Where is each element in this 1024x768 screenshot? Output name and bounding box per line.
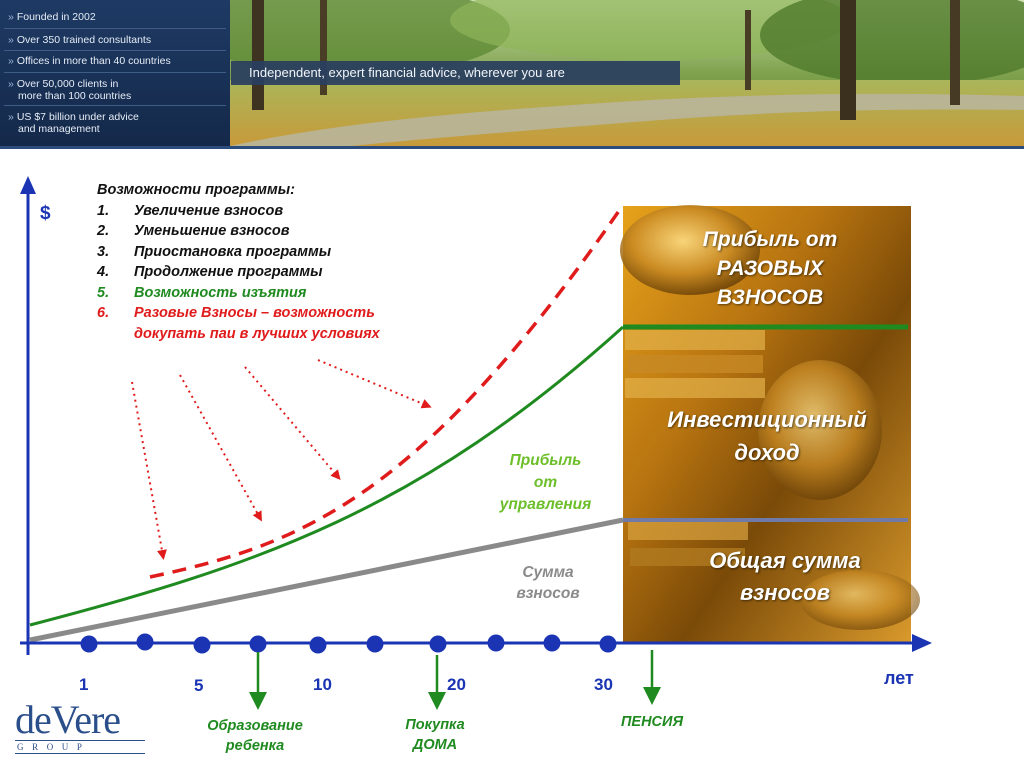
option-item: 2.Уменьшение взносов <box>97 223 290 239</box>
option-item: 3.Приостановка программы <box>97 243 332 260</box>
home-arrow <box>428 655 446 710</box>
options-title: Возможности программы: <box>97 182 295 198</box>
timeline-dot <box>487 634 505 652</box>
lump-sum-profit-label: Прибыль от РАЗОВЫХ ВЗНОСОВ <box>702 228 838 309</box>
option-item: 1.Увеличение взносов <box>97 202 284 219</box>
option-item-withdrawal: 5.Возможность изъятия <box>97 284 307 301</box>
management-profit-label: Прибыль от управления <box>499 452 592 513</box>
timeline-dot <box>193 636 211 654</box>
timeline-dots <box>80 633 617 654</box>
red-arrow <box>131 381 167 560</box>
education-arrow <box>249 652 267 710</box>
management-profit-curve <box>29 325 625 627</box>
fact-offices: »Offices in more than 40 countries <box>8 55 171 67</box>
x-axis <box>20 634 932 652</box>
total-contributions-label: Общая сумма взносов <box>709 548 861 605</box>
investment-income-label: Инвестиционный доход <box>667 407 867 465</box>
milestone-arrows <box>249 650 661 710</box>
program-options: Возможности программы: 1.Увеличение взно… <box>97 180 380 344</box>
growth-diagram <box>20 176 932 710</box>
red-arrow <box>179 374 262 522</box>
facts-panel: »Founded in 2002 »Over 350 trained consu… <box>0 0 230 146</box>
option-item-lump-sum: 6.Разовые Взносы – возможность <box>97 305 375 321</box>
contributions-label: Сумма взносов <box>516 564 580 602</box>
coin-panel <box>620 205 920 643</box>
park-path-photo <box>230 0 1024 146</box>
divider <box>4 105 226 106</box>
x-axis-label: лет <box>884 668 914 688</box>
divider <box>4 50 226 51</box>
tick-label: 1 <box>79 675 89 694</box>
tagline-bar: Independent, expert financial advice, wh… <box>231 61 680 85</box>
option-item: 4.Продолжение программы <box>97 264 323 280</box>
divider <box>4 72 226 73</box>
contributions-line <box>29 517 624 643</box>
red-arrow <box>244 366 341 481</box>
y-axis-label: $ <box>40 203 51 224</box>
timeline-dot <box>429 635 447 653</box>
header-divider <box>0 146 1024 149</box>
option-item-lump-sum-cont: докупать паи в лучших условиях <box>134 325 380 342</box>
tick-label: 10 <box>313 675 332 694</box>
tick-label: 5 <box>194 676 204 695</box>
tick-label: 20 <box>447 675 466 694</box>
timeline-dot <box>249 635 267 653</box>
timeline-dot <box>366 635 384 653</box>
devere-logo: deVere GROUP <box>15 697 150 756</box>
pension-arrow <box>643 650 661 705</box>
tick-label: 30 <box>594 675 613 694</box>
timeline-dot <box>309 636 327 654</box>
fact-founded: »Founded in 2002 <box>8 11 96 23</box>
home-milestone: Покупка ДОМА <box>405 717 465 753</box>
timeline-dot <box>543 634 561 652</box>
fact-consultants: »Over 350 trained consultants <box>8 34 152 46</box>
lump-sum-curve <box>149 204 625 579</box>
timeline-dot <box>136 633 154 651</box>
y-axis <box>20 176 36 655</box>
header-banner: »Founded in 2002 »Over 350 trained consu… <box>0 0 1024 149</box>
divider <box>4 28 226 29</box>
timeline-dot <box>599 635 617 653</box>
education-milestone: Образование ребенка <box>207 718 303 754</box>
red-arrow <box>317 359 432 409</box>
timeline-dot <box>80 635 98 653</box>
pension-milestone: ПЕНСИЯ <box>620 714 684 730</box>
red-dotted-arrows <box>131 359 432 560</box>
